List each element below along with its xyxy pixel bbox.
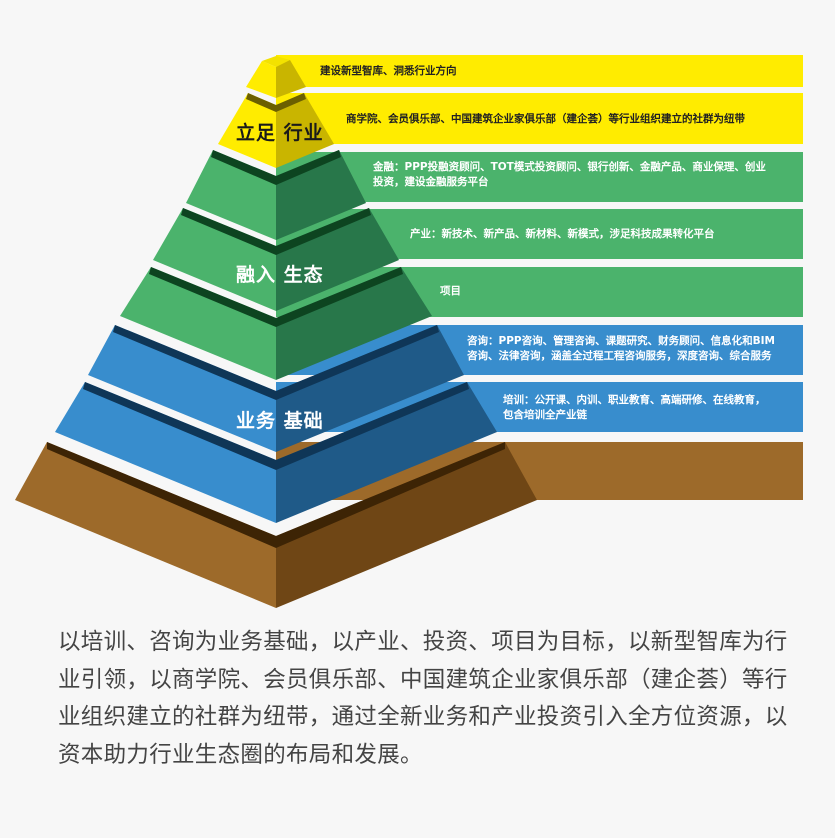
band-text-industry: 产业：新技术、新产品、新材料、新模式，涉足科技成果转化平台 — [410, 228, 715, 240]
tier-label-business-foundation: 业务 基础 — [236, 410, 324, 432]
pyramid-graphic — [15, 56, 537, 608]
tier-industry — [153, 208, 399, 311]
band-text-consulting: 咨询：PPP咨询、管理咨询、课题研究、财务顾问、信息化和BIM 咨询、法律咨询，… — [467, 335, 775, 362]
band-text-community: 商学院、会员俱乐部、中国建筑企业家俱乐部（建企荟）等行业组织建立的社群为纽带 — [346, 113, 745, 125]
tier-foundation — [15, 442, 537, 608]
band-text-finance: 金融：PPP投融资顾问、TOT模式投资顾问、银行创新、金融产品、商业保理、创业 … — [373, 161, 766, 188]
tier-consulting — [88, 325, 464, 452]
band-finance — [276, 152, 803, 202]
tier-finance — [186, 150, 366, 240]
band-text-projects: 项目 — [440, 285, 461, 297]
tier-think-tank-cap — [246, 56, 306, 98]
band-text-think-tank: 建设新型智库、洞悉行业方向 — [320, 65, 457, 77]
tier-label-industry: 立足 行业 — [236, 122, 324, 144]
tier-community — [218, 93, 334, 168]
tier-training — [55, 382, 497, 523]
band-think-tank — [276, 55, 803, 87]
band-community — [276, 93, 803, 144]
tier-projects — [120, 267, 432, 380]
band-text-training: 培训：公开课、内训、职业教育、高端研修、在线教育， 包含培训全产业链 — [503, 394, 766, 421]
tier-label-ecosystem: 融入 生态 — [236, 264, 324, 286]
caption-paragraph: 以培训、咨询为业务基础，以产业、投资、项目为目标，以新型智库为行业引领，以商学院… — [58, 629, 788, 768]
